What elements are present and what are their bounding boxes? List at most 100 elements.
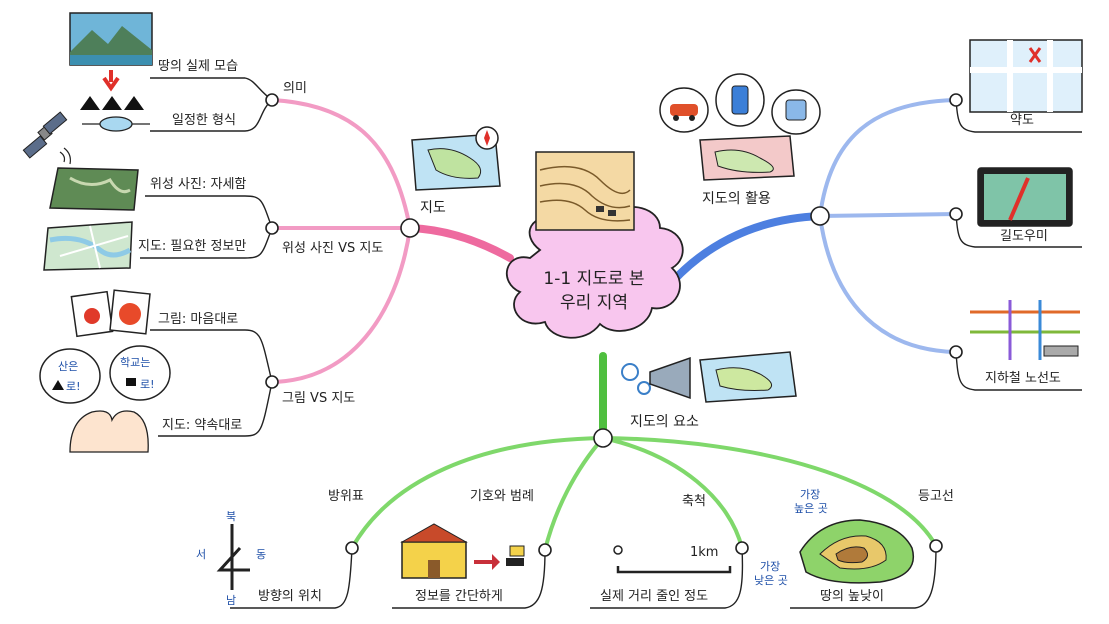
compass-title: 방위표	[328, 489, 364, 504]
right-branch-sketch	[818, 98, 957, 217]
right-main-branch	[668, 212, 824, 286]
usage-map-icon	[699, 135, 795, 181]
drawing-item-1: 그림: 마음대로	[158, 312, 238, 327]
compass-west: 서	[196, 548, 206, 561]
sketch-map-icon	[969, 39, 1083, 113]
symbols-title: 기호와 범례	[470, 489, 534, 504]
scale-bar-icon: 1km	[613, 545, 732, 574]
node-contour	[929, 539, 943, 553]
left-branch-drawing	[271, 227, 412, 384]
paper-map-icon	[43, 221, 133, 271]
under-symbols	[392, 549, 546, 609]
node-left-hub	[400, 218, 420, 238]
compass-desc: 방향의 위치	[258, 589, 322, 604]
train-bubble-icon	[771, 89, 821, 135]
bubble-left-line2: 로!	[66, 380, 81, 393]
under-scale	[590, 547, 744, 609]
bottom-branch-contour	[602, 436, 938, 547]
under-sat-2	[140, 227, 273, 259]
map-symbol-icon	[80, 96, 150, 132]
under-subway	[955, 351, 1082, 391]
node-meaning	[265, 93, 279, 107]
bottom-branch-scale	[602, 436, 744, 549]
scale-label: 1km	[690, 545, 718, 560]
sketch-label: 약도	[1010, 113, 1034, 128]
center-title-line1: 1-1 지도로 본	[543, 269, 644, 289]
under-sat-1	[145, 195, 273, 229]
under-meaning-1	[150, 77, 273, 101]
apple-card-icons	[70, 289, 151, 338]
car-bubble-icon	[659, 87, 709, 133]
center-title-line2: 우리 지역	[560, 293, 628, 313]
node-symbols	[538, 543, 552, 557]
satellite-item-1: 위성 사진: 자세함	[150, 177, 246, 192]
node-sketch	[949, 93, 963, 107]
satellite-item-2: 지도: 필요한 정보만	[138, 239, 246, 254]
bubble-right-line2: 로!	[140, 378, 155, 391]
left-main-label: 지도	[420, 200, 446, 216]
node-satellite	[265, 221, 279, 235]
node-drawing	[265, 375, 279, 389]
satellite-title: 위성 사진 VS 지도	[282, 241, 383, 256]
under-draw-1	[150, 329, 273, 383]
school-symbol-icon	[400, 523, 525, 579]
pinky-promise-hands-icon	[69, 410, 149, 453]
elements-map-icon	[699, 351, 797, 403]
under-sketch	[955, 99, 1082, 133]
under-compass	[230, 547, 353, 609]
scale-title: 축척	[682, 494, 706, 509]
navigation-device-icon	[977, 167, 1073, 227]
satellite-icon	[22, 111, 71, 165]
speech-bubble-mountain: 산은 로!	[39, 348, 101, 404]
navigation-label: 길도우미	[1000, 229, 1048, 244]
left-main-branch	[406, 224, 514, 262]
contour-map-icon	[535, 151, 635, 231]
contour-island-icon: 가장 높은 곳 가장 낮은 곳	[754, 488, 914, 587]
contour-low-line1: 가장	[760, 560, 780, 573]
phone-bubble-icon	[715, 73, 765, 127]
contour-title: 등고선	[918, 489, 954, 504]
contour-low-line2: 낮은 곳	[754, 574, 788, 587]
speech-bubble-school: 학교는 로!	[109, 345, 171, 401]
megaphone-gears-icon	[621, 356, 691, 400]
drawing-item-2: 지도: 약속대로	[162, 418, 242, 433]
node-navigation	[949, 207, 963, 221]
node-bottom-hub	[593, 428, 613, 448]
bottom-branch-compass	[350, 436, 604, 549]
node-scale	[735, 541, 749, 555]
folded-map-icon	[411, 126, 501, 191]
node-subway	[949, 345, 963, 359]
scale-desc: 실제 거리 줄인 정도	[600, 589, 708, 604]
left-branch-meaning	[271, 98, 412, 229]
compass-south: 남	[226, 594, 236, 607]
subway-label: 지하철 노선도	[985, 371, 1061, 386]
meaning-item-2: 일정한 형식	[172, 113, 236, 128]
under-contour	[790, 545, 937, 609]
compass-rose-icon: 북 남 동 서	[196, 510, 266, 607]
right-branch-navigation	[819, 212, 957, 218]
center-cloud: 1-1 지도로 본 우리 지역	[505, 203, 684, 339]
meaning-item-1: 땅의 실제 모습	[158, 59, 238, 74]
symbols-desc: 정보를 간단하게	[415, 589, 503, 604]
right-main-label: 지도의 활용	[702, 191, 771, 207]
compass-north: 북	[226, 510, 236, 523]
bottom-branch-symbols	[543, 436, 605, 551]
subway-map-icon	[970, 300, 1080, 360]
meaning-title: 의미	[283, 81, 307, 96]
satellite-photo-icon	[49, 167, 139, 211]
bottom-main-label: 지도의 요소	[630, 414, 699, 430]
node-compass	[345, 541, 359, 555]
under-draw-2	[158, 381, 273, 437]
down-arrow-icon	[102, 70, 120, 92]
right-branch-subway	[818, 215, 957, 354]
contour-high-line1: 가장	[800, 488, 820, 501]
bubble-right-line1: 학교는	[120, 356, 150, 369]
drawing-title: 그림 VS 지도	[282, 391, 355, 406]
bubble-left-line1: 산은	[58, 360, 78, 373]
under-nav	[955, 213, 1082, 248]
contour-desc: 땅의 높낮이	[820, 589, 884, 604]
node-right-hub	[810, 206, 830, 226]
compass-east: 동	[256, 548, 266, 561]
contour-high-line2: 높은 곳	[794, 502, 828, 515]
